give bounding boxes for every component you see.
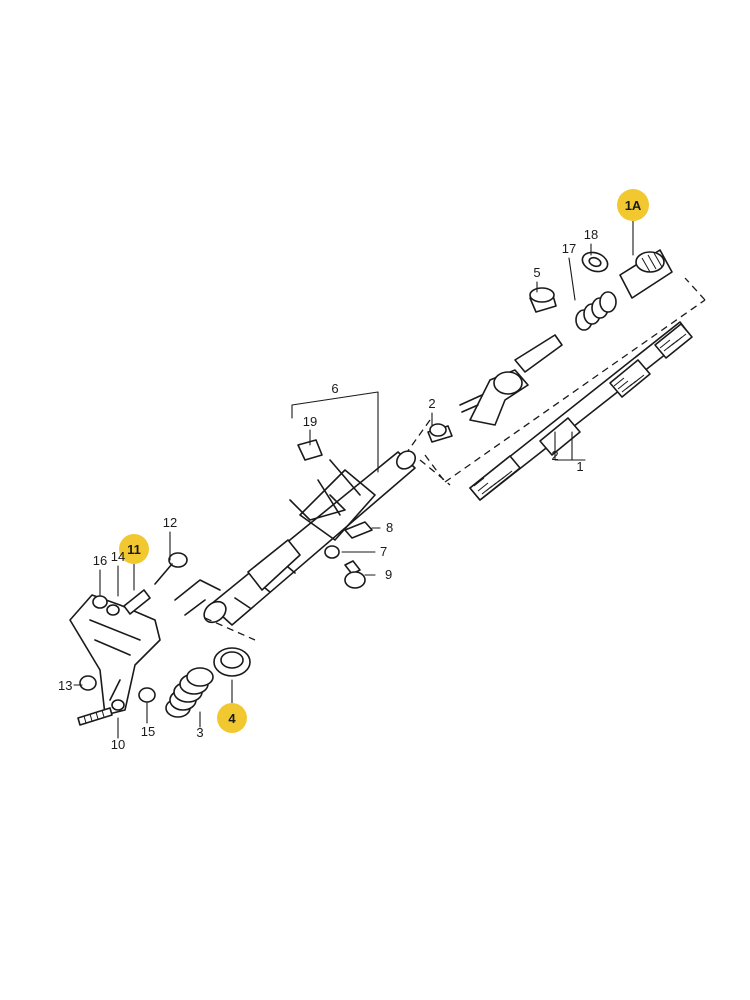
bracket-10 [69, 594, 161, 726]
leader-lines [73, 219, 634, 739]
callout-4: 4 [228, 711, 236, 726]
callout-9: 9 [385, 567, 392, 582]
callout-17: 17 [562, 241, 576, 256]
spring-17 [575, 291, 617, 331]
callout-13: 13 [58, 678, 72, 693]
callout-16: 16 [93, 553, 107, 568]
callout-18: 18 [584, 227, 598, 242]
shaft-outline-lower [419, 459, 451, 486]
callout-15: 15 [141, 724, 155, 739]
callout-1: 1 [576, 459, 583, 474]
callout-badge-4 [217, 703, 247, 733]
callout-11: 11 [127, 542, 141, 557]
callout-8: 8 [386, 520, 393, 535]
bushing-5 [529, 287, 557, 313]
callout-12: 12 [163, 515, 177, 530]
callout-14: 14 [111, 549, 125, 564]
small-parts-7-8-9 [324, 521, 373, 589]
sleeve-1A [619, 249, 673, 299]
callout-1A: 1A [625, 198, 642, 213]
callout-3: 3 [196, 725, 203, 740]
switch-housing [459, 334, 563, 426]
callout-2-middle: 2 [428, 396, 435, 411]
callout-7: 7 [380, 544, 387, 559]
callout-2-right: 2 [551, 448, 558, 463]
guide-line-4 [204, 617, 256, 641]
bellows-3 [165, 667, 214, 718]
callout-5: 5 [533, 265, 540, 280]
callout-10: 10 [111, 737, 125, 752]
callout-19: 19 [303, 414, 317, 429]
callout-6: 6 [331, 381, 338, 396]
washer-18 [581, 251, 609, 273]
ring-4 [213, 647, 251, 677]
shaft-outline [404, 277, 706, 483]
bolts-washers [79, 552, 188, 703]
steering-shaft [469, 321, 693, 501]
callout-badge-1A [617, 189, 649, 221]
column-tube [174, 450, 417, 626]
callout-badge-11 [119, 534, 149, 564]
bushing-middle [427, 423, 453, 443]
